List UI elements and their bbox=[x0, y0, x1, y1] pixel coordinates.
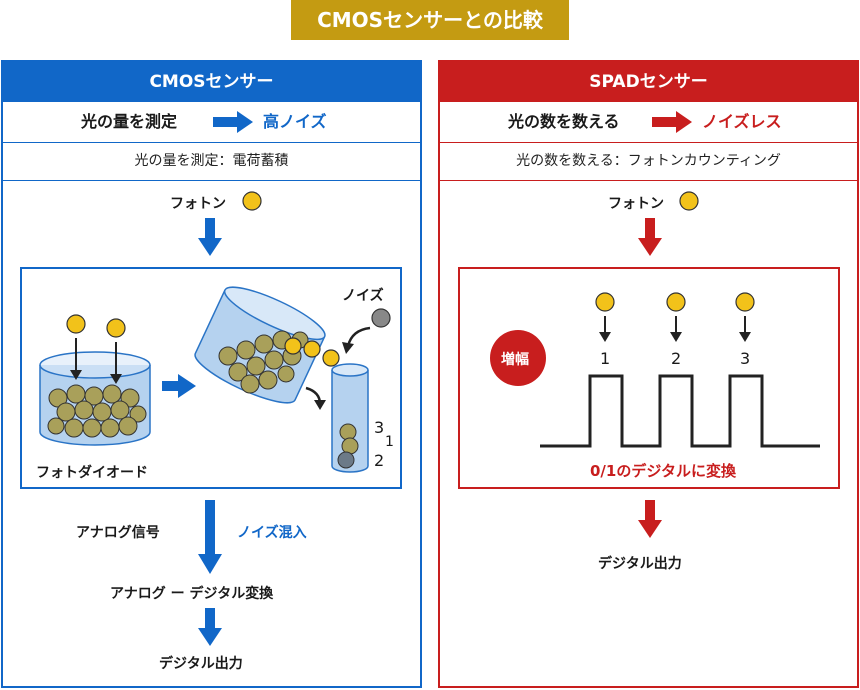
amplification-badge bbox=[490, 330, 546, 386]
spad-summary-right: ノイズレス bbox=[702, 112, 782, 131]
tube-number: 2 bbox=[374, 451, 385, 470]
spad-summary-row: 光の数を数える ノイズレス bbox=[440, 102, 857, 143]
cmos-summary-right: 高ノイズ bbox=[263, 112, 327, 131]
spad-description-row: 光の数を数える：フォトンカウンティング bbox=[440, 143, 857, 181]
spad-panel-header: SPADセンサー bbox=[440, 62, 857, 102]
photon-icon bbox=[66, 314, 86, 334]
tube-number: 3 bbox=[374, 418, 385, 437]
analog-signal-label: アナログ信号 bbox=[76, 525, 160, 541]
photon-icon bbox=[679, 191, 699, 211]
arrow-right-icon bbox=[162, 374, 196, 398]
spad-output-label: デジタル出力 bbox=[598, 556, 682, 572]
page-title: CMOSセンサーとの比較 bbox=[291, 0, 569, 40]
cmos-panel: CMOSセンサー 光の量を測定 高ノイズ 光の量を測定：電荷蓄積 bbox=[1, 60, 422, 688]
amplification-box bbox=[458, 267, 840, 489]
cmos-summary-left: 光の量を測定 bbox=[81, 112, 178, 131]
arrow-down-icon bbox=[638, 500, 662, 538]
photon-icon-group bbox=[595, 292, 755, 312]
tube-number: 1 bbox=[385, 434, 394, 450]
arrow-down-icon bbox=[198, 608, 222, 646]
spad-summary-left: 光の数を数える bbox=[508, 112, 620, 131]
photon-icon bbox=[303, 340, 321, 358]
arrow-right-icon bbox=[213, 111, 253, 133]
photodiode-bucket-icon bbox=[39, 351, 151, 446]
pulse-number: 2 bbox=[671, 349, 682, 368]
spad-photon-label: フォトン bbox=[608, 196, 664, 212]
arrow-down-icon bbox=[638, 218, 662, 256]
photon-icon bbox=[242, 191, 262, 211]
cmos-description-row: 光の量を測定：電荷蓄積 bbox=[3, 143, 420, 181]
noise-mix-label: ノイズ混入 bbox=[237, 525, 307, 541]
ad-conversion-label: アナログ ー デジタル変換 bbox=[110, 586, 274, 602]
pulse-number: 1 bbox=[600, 349, 611, 368]
amplification-label: 増幅 bbox=[501, 352, 529, 368]
digital-conversion-label: 0/1のデジタルに変換 bbox=[590, 462, 737, 480]
cmos-panel-header: CMOSセンサー bbox=[3, 62, 420, 102]
photon-icon bbox=[106, 318, 126, 338]
photon-icon bbox=[284, 337, 302, 355]
cmos-output-label: デジタル出力 bbox=[159, 656, 243, 672]
photodiode-label: フォトダイオード bbox=[36, 465, 148, 481]
pulse-waveform bbox=[540, 374, 820, 448]
cmos-summary-row: 光の量を測定 高ノイズ bbox=[3, 102, 420, 143]
photon-icon bbox=[322, 349, 340, 367]
arrow-right-icon bbox=[652, 111, 692, 133]
cmos-photon-label: フォトン bbox=[170, 196, 226, 212]
pulse-number: 3 bbox=[740, 349, 751, 368]
noise-label: ノイズ bbox=[342, 288, 384, 304]
arrow-down-icon bbox=[198, 500, 222, 574]
spad-panel: SPADセンサー 光の数を数える ノイズレス 光の数を数える：フォトンカウンティ… bbox=[438, 60, 859, 688]
arrow-down-icon bbox=[198, 218, 222, 256]
storage-tube-icon bbox=[331, 363, 369, 473]
noise-particle-icon bbox=[371, 308, 391, 328]
